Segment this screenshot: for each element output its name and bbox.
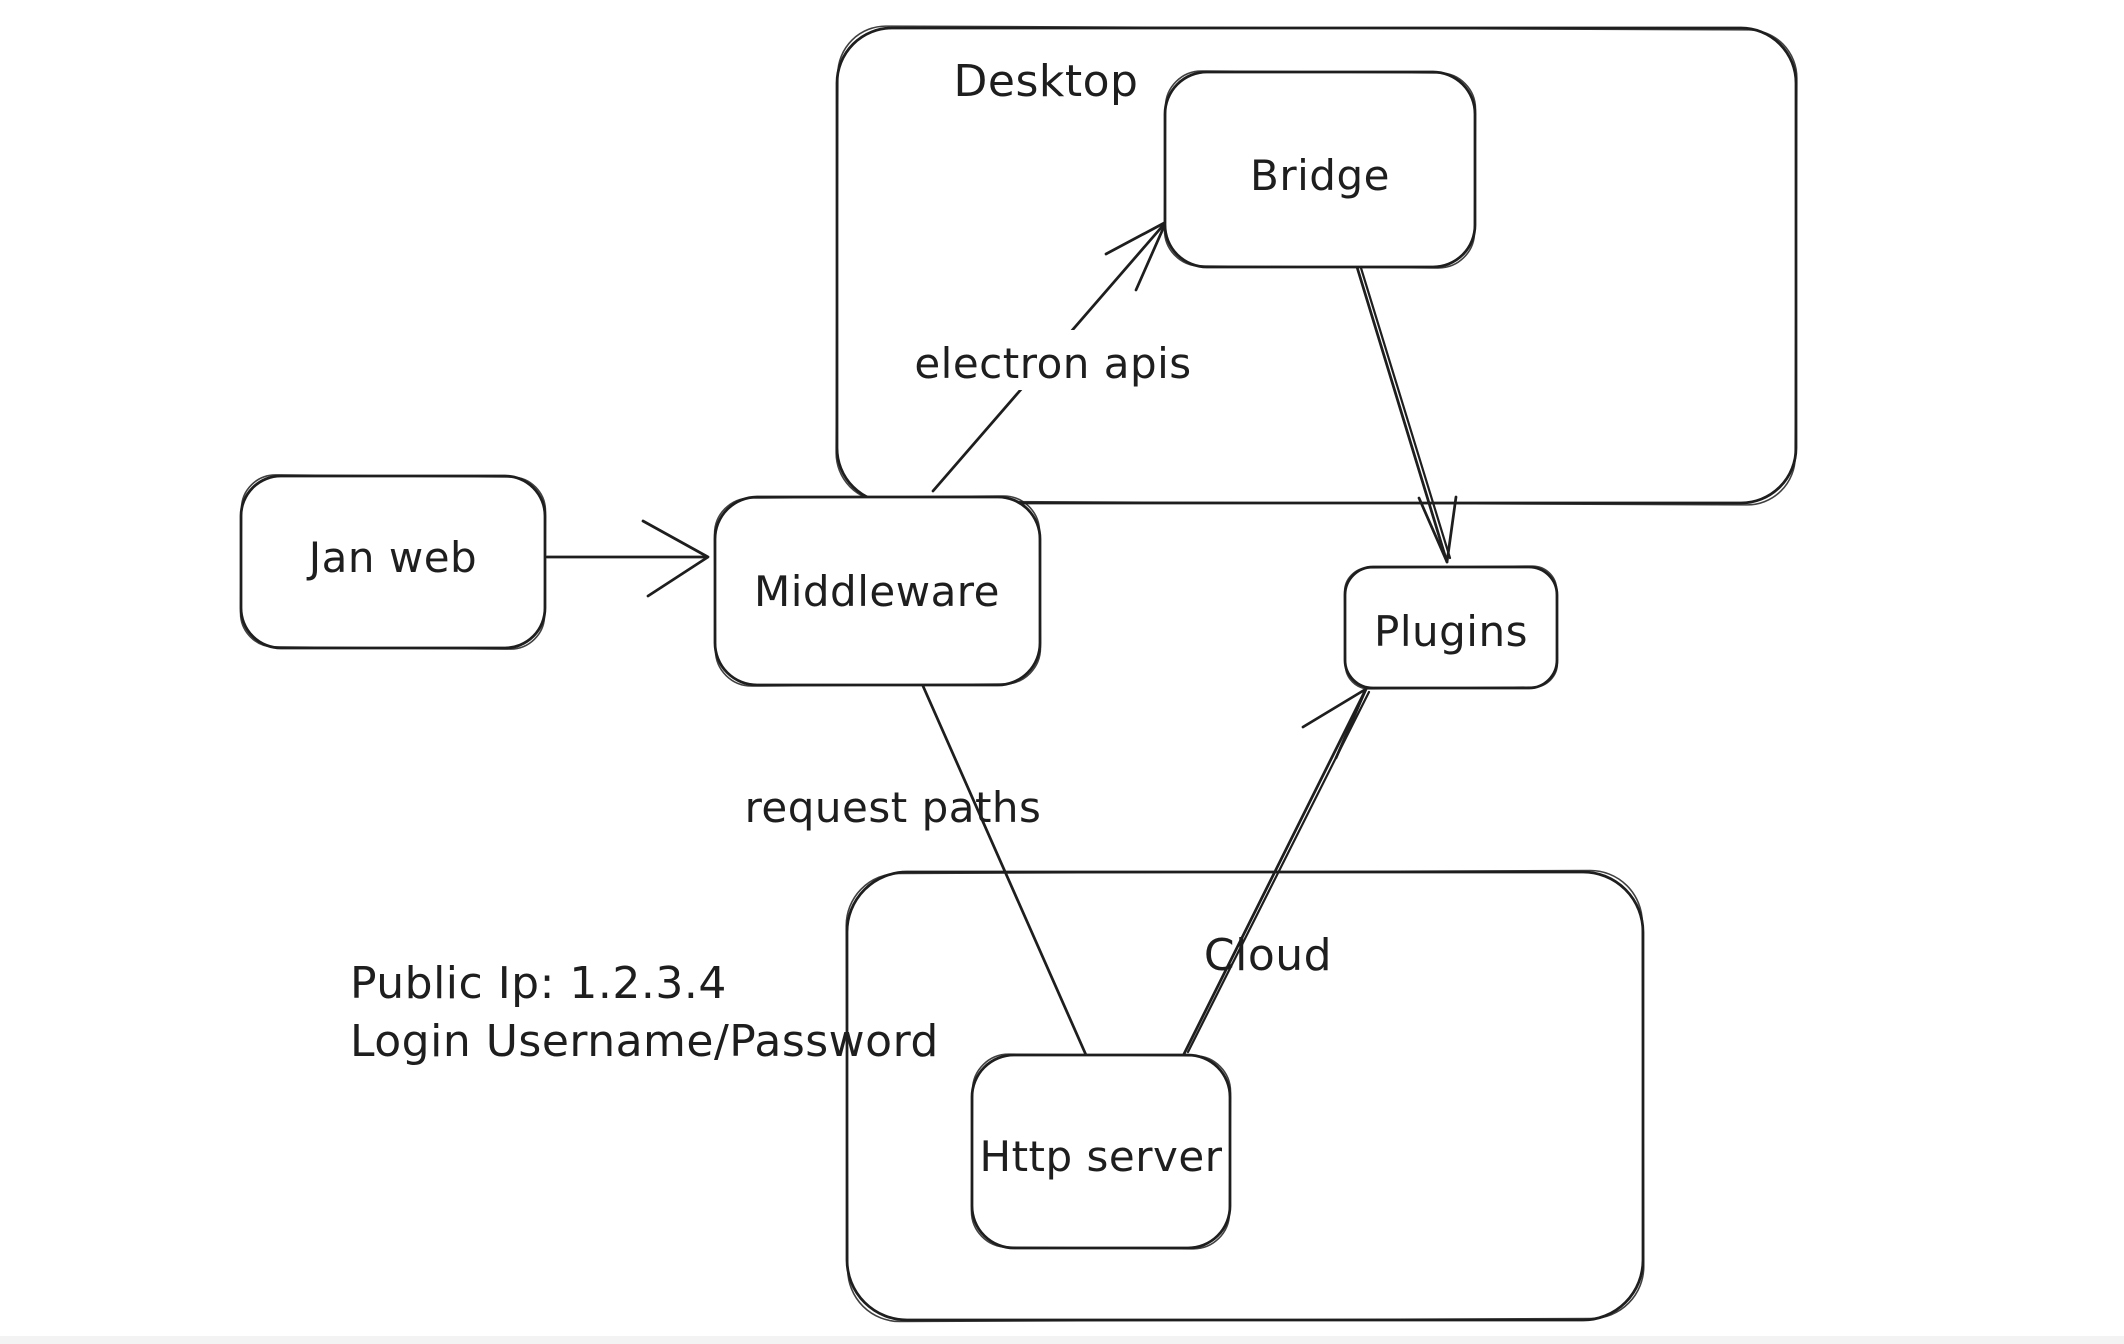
desktop-container-label: Desktop [954,56,1139,107]
edge-janweb-to-middleware-arrowhead [641,519,710,598]
edge-label-electron-apis: electron apis [914,330,1191,390]
middleware-label: Middleware [754,567,1000,616]
bridge-label: Bridge [1250,151,1390,200]
canvas-bottom-edge [0,1336,2124,1344]
jan-web-box-sketch-stroke [239,474,547,650]
plugins-box-sketch-stroke [1343,565,1559,690]
bridge-box-sketch-stroke [1163,70,1477,269]
node-bridge: Bridge [1163,70,1477,269]
edge-httpserver-to-plugins-arrowhead [1301,687,1368,760]
cloud-container-label: Cloud [1204,930,1332,981]
node-http-server: Http server [970,1053,1232,1250]
electron-apis-label-background [915,330,1191,390]
annotation-credentials: Public Ip: 1.2.3.4 Login Username/Passwo… [350,958,939,1067]
node-jan-web: Jan web [239,474,547,650]
edge-bridge-to-plugins-sketch-stroke [1359,266,1452,560]
edge-janweb-to-middleware [545,519,710,598]
request-paths-label: request paths [745,783,1042,832]
edge-middleware-to-httpserver [921,684,1088,1057]
edge-middleware-to-httpserver-line [921,684,1088,1057]
annotation-public-ip: Public Ip: 1.2.3.4 [350,958,727,1009]
plugins-label: Plugins [1374,607,1528,656]
electron-apis-label: electron apis [914,339,1191,388]
node-middleware: Middleware [713,495,1042,687]
middleware-box-sketch-stroke [713,495,1042,687]
cloud-container-box-sketch-stroke [845,869,1645,1323]
desktop-container-box-sketch-stroke [835,25,1798,506]
edge-bridge-to-plugins [1355,265,1458,564]
http-server-label: Http server [980,1132,1223,1181]
jan-web-label: Jan web [306,533,477,582]
edge-bridge-to-plugins-line [1355,265,1449,564]
http-server-box-sketch-stroke [970,1053,1232,1250]
annotation-login: Login Username/Password [350,1016,939,1067]
edge-httpserver-to-plugins-line [1182,687,1368,1056]
edge-bridge-to-plugins-arrowhead [1417,495,1458,564]
node-plugins: Plugins [1343,565,1559,690]
